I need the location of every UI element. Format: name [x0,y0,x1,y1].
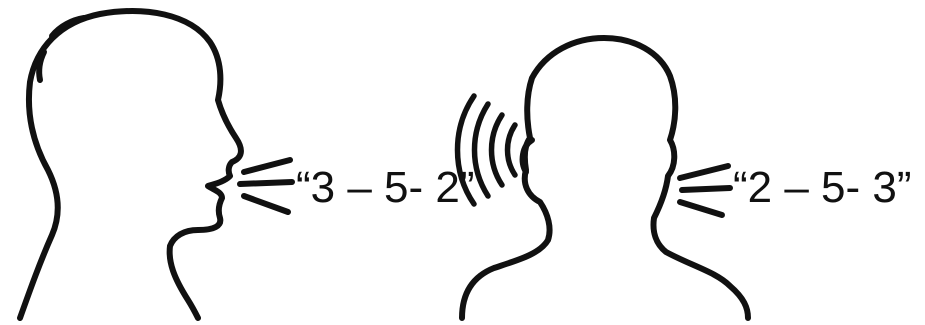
listening-head-icon [459,35,751,321]
listener-heard-output: “2 – 5- 3” [733,163,912,212]
speaker-ear-detail [49,15,87,39]
sound-waves-icon [454,93,518,207]
speech-rays-icon [237,157,295,215]
speaker-hair-detail [36,49,47,83]
speaker-utterance: “3 – 5- 2” [296,163,475,212]
listener-ear [519,137,535,175]
speaking-head-icon [17,8,244,321]
speaker-head-outline [17,8,244,321]
listener-head-outline [459,35,751,321]
output-rays-icon [677,163,733,218]
